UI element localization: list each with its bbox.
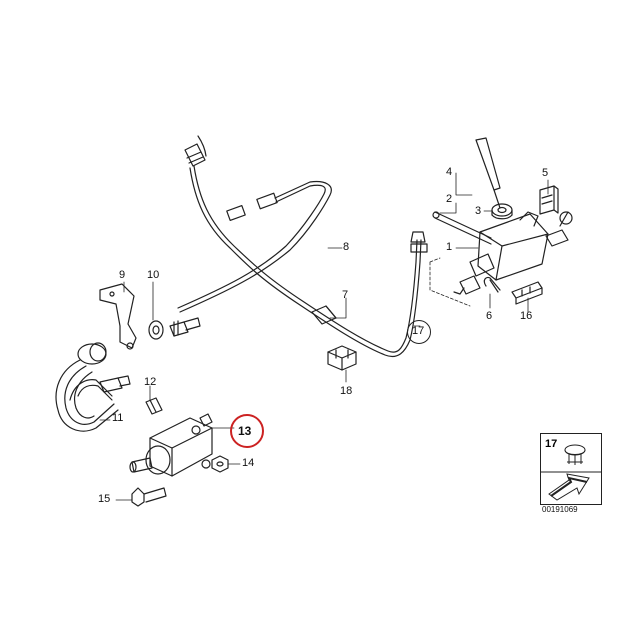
clip-18 [327, 345, 357, 371]
part-callout-17[interactable] [407, 320, 431, 344]
part-label-13: 13 [238, 424, 252, 438]
clutch-pipe-8 [177, 135, 428, 358]
bolt-15 [131, 487, 167, 507]
bracket-clip-5 [539, 185, 559, 215]
part-label-1[interactable]: 1 [446, 241, 453, 253]
part-label-10[interactable]: 10 [147, 269, 160, 281]
master-cylinder-1 [432, 211, 573, 295]
part-label-2[interactable]: 2 [446, 193, 453, 205]
part-label-17: 17 [412, 325, 425, 337]
switch-16 [511, 281, 543, 305]
split-pin-6 [483, 276, 501, 293]
pipe-fitting [169, 317, 201, 337]
part-label-6[interactable]: 6 [486, 310, 493, 322]
part-label-3[interactable]: 3 [475, 205, 482, 217]
part-label-5[interactable]: 5 [542, 167, 549, 179]
part-label-4[interactable]: 4 [446, 166, 453, 178]
highlight-circle-13[interactable] [230, 414, 264, 448]
assembly-outline [429, 257, 471, 307]
clip-rivet-icon [564, 444, 586, 465]
part-label-16[interactable]: 16 [520, 310, 533, 322]
part-label-18[interactable]: 18 [340, 385, 353, 397]
part-label-14[interactable]: 14 [242, 457, 255, 469]
nut-14 [211, 455, 229, 473]
nut-3 [491, 203, 513, 220]
part-label-11[interactable]: 11 [112, 412, 124, 424]
legend-graphic [541, 444, 601, 501]
seal-ring-10 [148, 320, 164, 340]
legend-box: 17 [540, 433, 602, 505]
leader-lines [99, 172, 549, 501]
reference-code: 00191069 [542, 505, 578, 514]
slave-cylinder-13 [129, 413, 213, 477]
legend-label: 17 [545, 438, 558, 450]
part-label-12[interactable]: 12 [144, 376, 157, 388]
part-label-8[interactable]: 8 [343, 241, 350, 253]
push-rod-4 [475, 137, 501, 209]
part-label-7[interactable]: 7 [342, 289, 349, 301]
part-label-15[interactable]: 15 [98, 493, 111, 505]
direction-arrow-icon [548, 473, 590, 501]
bleed-screw-12 [145, 397, 163, 415]
part-label-9[interactable]: 9 [119, 269, 126, 281]
bracket-9 [99, 283, 137, 350]
hose-11 [55, 342, 131, 432]
